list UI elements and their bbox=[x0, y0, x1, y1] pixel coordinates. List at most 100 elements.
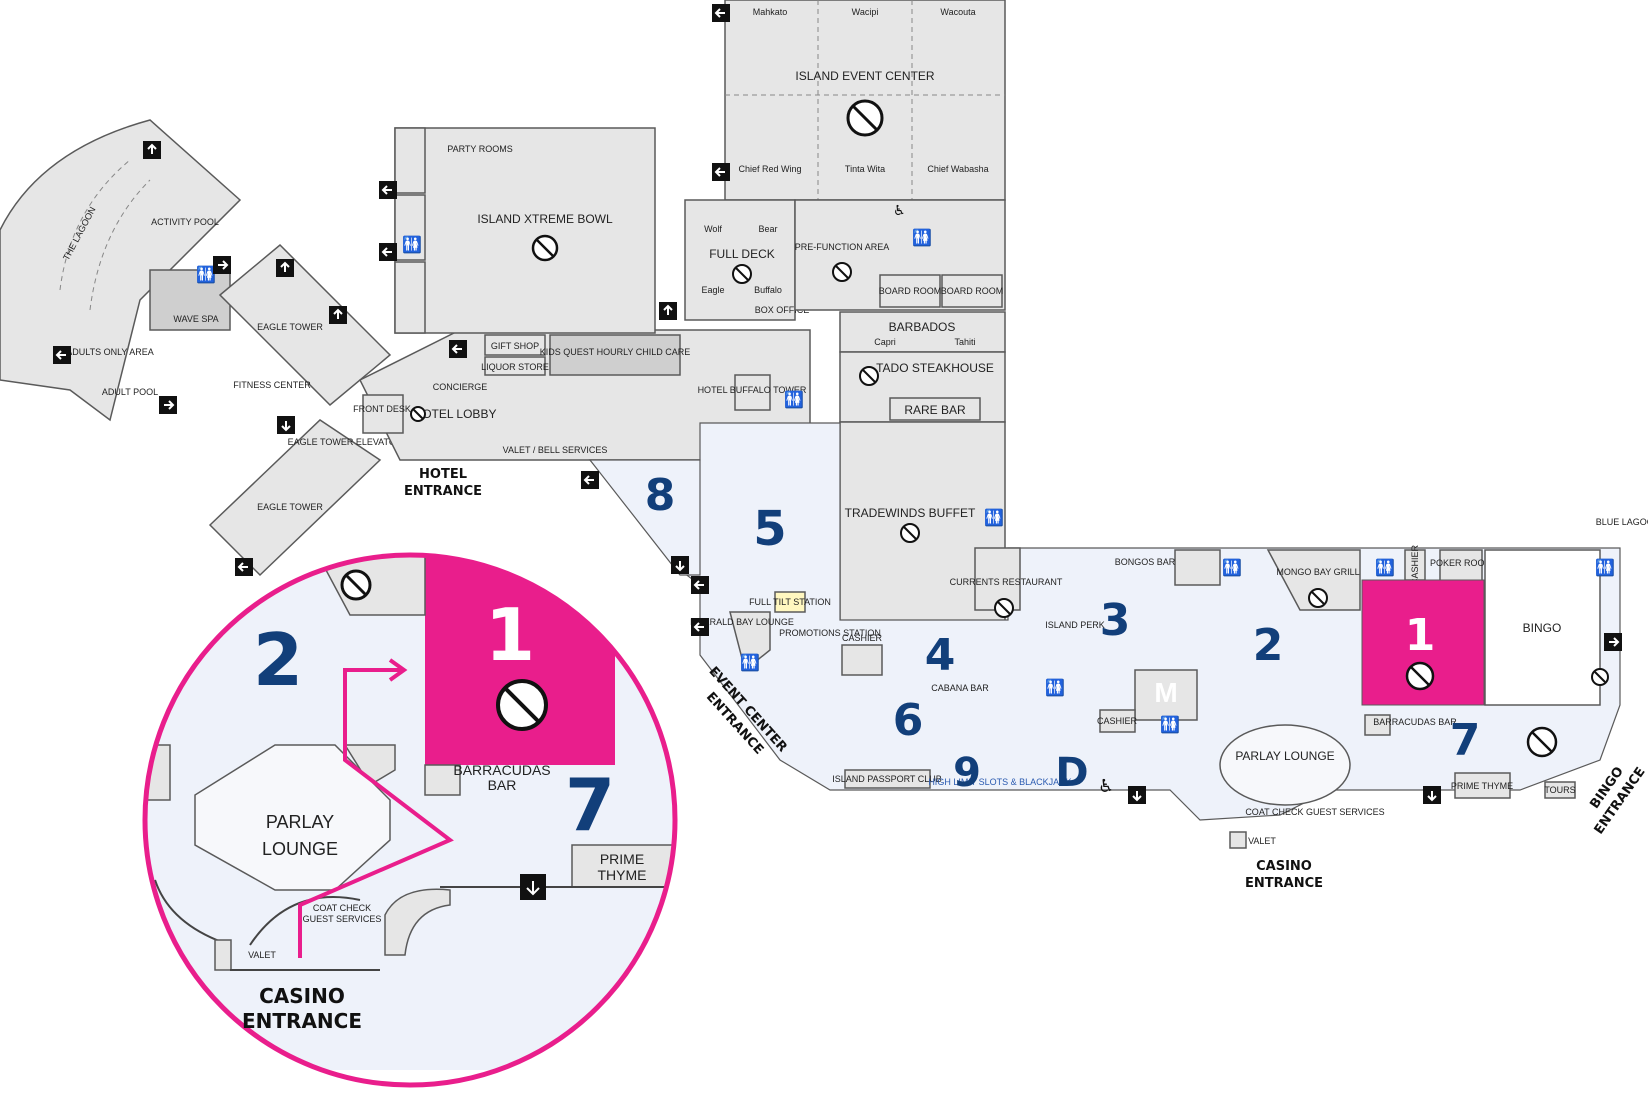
bear-label: Bear bbox=[758, 224, 777, 234]
capri-label: Capri bbox=[874, 337, 896, 347]
restroom-icon: 🚻 bbox=[984, 508, 1004, 527]
tours-label: TOURS bbox=[1544, 785, 1575, 795]
wheelchair-icon: ♿ bbox=[893, 203, 906, 219]
mongo-bay-grill-label: MONGO BAY GRILL bbox=[1276, 567, 1359, 577]
inset-parlay-line-1: PARLAY bbox=[266, 812, 334, 832]
valet-label: VALET bbox=[1248, 836, 1276, 846]
adult-pool-label: ADULT POOL bbox=[102, 387, 158, 397]
barbados-label: BARBADOS bbox=[889, 320, 956, 334]
concierge-label: CONCIERGE bbox=[433, 382, 488, 392]
zone-3-number: 3 bbox=[1100, 595, 1131, 646]
eagle-label: Eagle bbox=[701, 285, 724, 295]
xtreme-bowl-label: ISLAND XTREME BOWL bbox=[477, 212, 613, 226]
exit-arrow-icon bbox=[712, 163, 730, 181]
inset-prime-line-2: THYME bbox=[598, 867, 647, 883]
mongo-m-mark: M bbox=[1154, 677, 1177, 708]
hotel-buffalo-tower-label: HOTEL BUFFALO TOWER bbox=[698, 385, 807, 395]
island-perk-label: ISLAND PERK bbox=[1045, 620, 1105, 630]
exit-arrow-icon bbox=[277, 416, 295, 434]
wacipi-label: Wacipi bbox=[852, 7, 879, 17]
no-smoking-icon bbox=[1526, 726, 1558, 758]
inset-parlay-line-2: LOUNGE bbox=[262, 839, 338, 859]
no-smoking-icon bbox=[900, 523, 920, 543]
restroom-icon: 🚻 bbox=[1375, 558, 1395, 577]
exit-arrow-icon bbox=[53, 346, 71, 364]
dining-block: BARBADOS Capri Tahiti TADO STEAKHOUSE RA… bbox=[839, 311, 1006, 623]
exit-arrow-icon bbox=[659, 302, 677, 320]
exit-arrow-icon bbox=[329, 306, 347, 324]
zone-d-number: D bbox=[1055, 750, 1088, 796]
full-deck-label: FULL DECK bbox=[709, 247, 775, 261]
zone-numbers: 1 2 3 4 5 6 7 8 9 D bbox=[645, 470, 1481, 796]
no-smoking-icon bbox=[410, 406, 426, 422]
full-tilt-label: FULL TILT STATION bbox=[749, 597, 831, 607]
no-smoking-icon bbox=[832, 262, 852, 282]
zone-7-number: 7 bbox=[1450, 715, 1481, 766]
inset-valet-label: VALET bbox=[248, 950, 276, 960]
exit-arrow-icon bbox=[449, 340, 467, 358]
activity-pool-label: ACTIVITY POOL bbox=[151, 217, 219, 227]
exit-arrows bbox=[53, 4, 1622, 804]
restroom-icon: 🚻 bbox=[740, 653, 760, 672]
exit-arrow-icon bbox=[379, 181, 397, 199]
no-smoking-icon bbox=[1591, 668, 1609, 686]
front-desk-label: FRONT DESK bbox=[353, 404, 411, 414]
kids-quest-label: KIDS QUEST HOURLY CHILD CARE bbox=[540, 347, 691, 357]
casino-entrance-label-1: CASINO bbox=[1256, 859, 1312, 874]
exit-arrow-icon bbox=[143, 141, 161, 159]
pre-function-label: PRE-FUNCTION AREA bbox=[795, 242, 890, 252]
exit-arrow-icon bbox=[213, 256, 231, 274]
box-office-label: BOX OFFICE bbox=[755, 305, 810, 315]
no-smoking-icon bbox=[846, 99, 884, 137]
no-smoking-icon bbox=[340, 569, 372, 601]
chief-wabasha-label: Chief Wabasha bbox=[927, 164, 988, 174]
board-room-1-label: BOARD ROOM bbox=[879, 286, 942, 296]
zone-4-number: 4 bbox=[925, 630, 956, 681]
restroom-icon: 🚻 bbox=[196, 265, 216, 284]
no-smoking-icon bbox=[1308, 588, 1328, 608]
buffalo-label: Buffalo bbox=[754, 285, 782, 295]
hotel-entrance-label-1: HOTEL bbox=[419, 467, 467, 482]
eagle-tower-wing: EAGLE TOWER EAGLE TOWER FITNESS CENTER E… bbox=[208, 243, 403, 577]
wolf-label: Wolf bbox=[704, 224, 722, 234]
inset-barracudas-line-1: BARRACUDAS bbox=[453, 762, 550, 778]
exit-arrow-icon bbox=[1128, 786, 1146, 804]
cabana-bar-label: CABANA BAR bbox=[931, 683, 989, 693]
no-smoking-icon bbox=[994, 598, 1014, 618]
zone-9-number: 9 bbox=[953, 750, 981, 796]
coat-check-label: COAT CHECK GUEST SERVICES bbox=[1245, 807, 1384, 817]
no-smoking-icon bbox=[1405, 661, 1435, 691]
party-rooms-label: PARTY ROOMS bbox=[447, 144, 513, 154]
no-smoking-icon bbox=[496, 679, 548, 731]
inset-barracudas-line-2: BAR bbox=[488, 777, 517, 793]
eagle-tower-label-2: EAGLE TOWER bbox=[257, 502, 323, 512]
route-arrowhead bbox=[388, 658, 408, 682]
inset-zone-7-number: 7 bbox=[565, 763, 615, 847]
no-smoking-icon bbox=[732, 264, 752, 284]
restroom-icon: 🚻 bbox=[402, 235, 422, 254]
no-smoking-icon bbox=[531, 234, 559, 262]
restroom-icon: 🚻 bbox=[1595, 558, 1615, 577]
island-passport-label: ISLAND PASSPORT CLUB bbox=[832, 774, 942, 784]
exit-arrow-icon bbox=[712, 4, 730, 22]
no-smoking-icon bbox=[859, 366, 879, 386]
cashier-label: CASHIER bbox=[1410, 544, 1420, 585]
barracudas-bar-label: BARRACUDAS BAR bbox=[1373, 717, 1457, 727]
exit-arrow-icon bbox=[1604, 633, 1622, 651]
parlay-lounge-label: PARLAY LOUNGE bbox=[1235, 749, 1334, 763]
exit-arrow-icon bbox=[1423, 786, 1441, 804]
zoom-inset: RILL BARRACUDAS BAR PARLAY LOUNGE PRIME … bbox=[142, 552, 678, 1088]
hotel-lobby-label: HOTEL LOBBY bbox=[414, 407, 497, 421]
zone-6-number: 6 bbox=[893, 695, 924, 746]
inset-coat-line-2: GUEST SERVICES bbox=[303, 914, 382, 924]
inset-prime-line-1: PRIME bbox=[600, 851, 644, 867]
zone-5-number: 5 bbox=[753, 501, 786, 557]
exit-arrow-icon bbox=[691, 618, 709, 636]
blue-lagoon-label: BLUE LAGOON bbox=[1596, 517, 1648, 527]
exit-arrow-icon bbox=[379, 243, 397, 261]
mahkato-label: Mahkato bbox=[753, 7, 788, 17]
cashier-3-label: CASHIER bbox=[1097, 716, 1138, 726]
xtreme-bowl: ISLAND XTREME BOWL PARTY ROOMS bbox=[394, 127, 656, 334]
promotions-station-label: PROMOTIONS STATION bbox=[779, 628, 881, 638]
exit-arrow-icon bbox=[520, 874, 546, 900]
